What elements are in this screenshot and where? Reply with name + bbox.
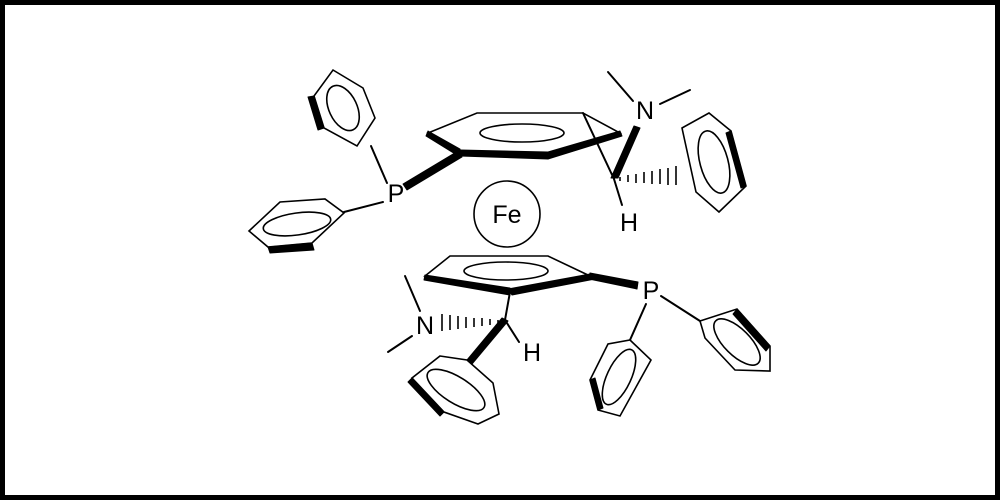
lower-hydrogen-label: H	[523, 339, 541, 367]
upper-n-methyl-2	[659, 89, 691, 105]
lower-phosphine-group: P	[588, 272, 771, 417]
upper-p-bond	[402, 150, 463, 191]
upper-phenyl-ring-c	[681, 112, 747, 214]
lower-hashed-bond	[441, 314, 499, 331]
upper-c-h-bond	[613, 178, 623, 206]
upper-nitrogen-label: N	[636, 97, 654, 125]
upper-phenyl-ring-a	[307, 68, 376, 148]
lower-phenyl-wedge-bond	[466, 317, 509, 365]
upper-n-wedge-bond	[610, 125, 641, 179]
upper-cyclopentadienyl-ring	[425, 112, 623, 160]
upper-phenyl-ring-b	[247, 198, 346, 254]
upper-p-phenyl-bond-2	[343, 201, 384, 213]
lower-p-phenyl-bond-2	[629, 303, 647, 341]
upper-hashed-bond	[619, 166, 677, 185]
lower-cyclopentadienyl-ring	[423, 255, 596, 296]
lower-nitrogen-label: N	[416, 312, 434, 340]
lower-ring-to-carbon-bond	[504, 291, 511, 321]
iron-label: Fe	[492, 201, 521, 229]
upper-phosphorus-label: P	[388, 180, 405, 208]
lower-phosphorus-label: P	[643, 277, 660, 305]
upper-phosphine-group: P	[247, 68, 463, 254]
upper-stereocenter: N H	[582, 71, 747, 237]
lower-c-h-bond	[504, 319, 520, 343]
lower-n-methyl-1	[404, 275, 421, 312]
lower-stereocenter: N H	[387, 275, 541, 425]
lower-phenyl-ring-c	[407, 355, 500, 425]
lower-n-methyl-2	[387, 335, 413, 353]
lower-p-bond	[588, 272, 639, 290]
upper-p-phenyl-bond-1	[370, 145, 388, 184]
lower-p-phenyl-bond-1	[660, 295, 701, 322]
upper-hydrogen-label: H	[620, 209, 638, 237]
lower-phenyl-ring-a	[699, 308, 771, 372]
lower-phenyl-ring-b	[589, 339, 652, 417]
iron-circle	[473, 180, 541, 248]
iron-atom: Fe	[473, 180, 541, 248]
upper-ring-to-carbon-bond	[582, 112, 615, 180]
upper-n-methyl-1	[607, 71, 634, 102]
